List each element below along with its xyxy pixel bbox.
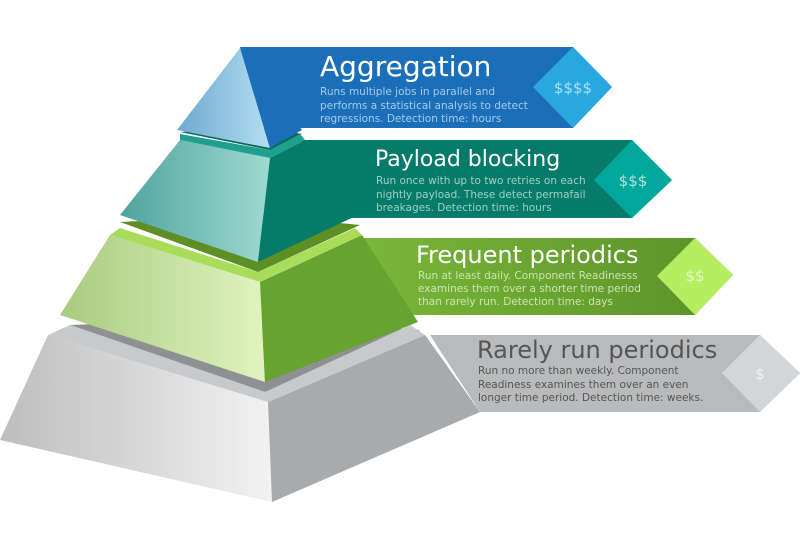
banner-aggregation	[240, 47, 612, 128]
cost-diamond	[657, 238, 733, 315]
banner-payload-blocking	[300, 140, 672, 218]
banner-rarely-run-periodics	[430, 335, 800, 412]
cost-diamond	[594, 140, 672, 218]
cost-label: $$$$	[554, 79, 592, 97]
cost-diamond	[722, 335, 800, 412]
cost-label: $$$	[619, 172, 648, 190]
tier-description: Run no more than weekly. Component Readi…	[478, 365, 703, 404]
pyramid	[0, 48, 480, 502]
cost-label: $$	[685, 267, 704, 285]
tier-description: Run once with up to two retries on each …	[376, 175, 589, 214]
tier-description: Run at least daily. Component Readinesss…	[418, 270, 644, 308]
banner-frequent-periodics	[360, 238, 733, 315]
tier-title: Aggregation	[320, 50, 491, 83]
tier-title: Frequent periodics	[416, 241, 638, 269]
cost-label: $	[755, 365, 765, 383]
cost-diamond	[533, 47, 612, 128]
tier-title: Rarely run periodics	[477, 336, 717, 364]
tier-description: Runs multiple jobs in parallel and perfo…	[320, 86, 531, 125]
tier-title: Payload blocking	[375, 147, 560, 172]
